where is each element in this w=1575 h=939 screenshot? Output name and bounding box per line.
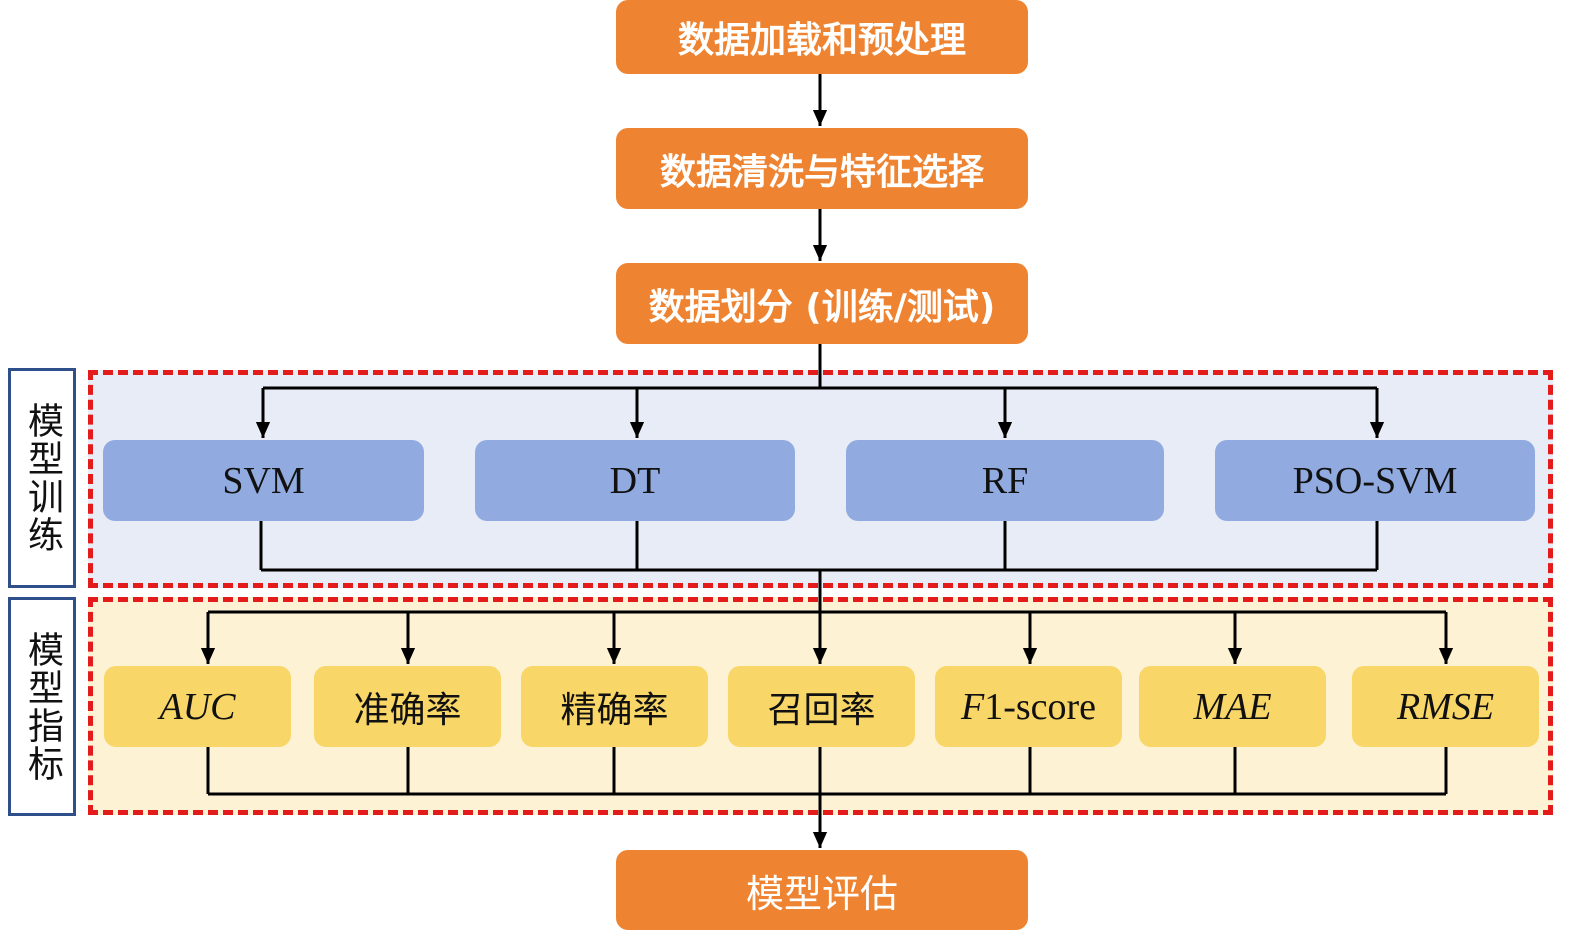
step-data-split: 数据划分 (训练/测试) [616,263,1028,344]
metric-label-precision: 精确率 [560,689,669,731]
step-data-cleaning: 数据清洗与特征选择 [616,128,1028,209]
training-side-label: 模型训练 [8,368,76,588]
metric-label-recall: 召回率 [767,689,876,731]
model-label-svm: SVM [222,459,305,502]
step-data-loading: 数据加载和预处理 [616,0,1028,74]
model-box-dt: DT [475,440,795,521]
metric-box-precision: 精确率 [521,666,708,747]
metrics-side-label-text: 模型指标 [22,630,63,783]
metric-label-rmse: RMSE [1396,685,1495,728]
metric-label-auc: AUC [159,685,236,728]
step-model-evaluation-label: 模型评估 [745,871,898,916]
metric-box-mae: MAE [1139,666,1326,747]
model-box-rf: RF [846,440,1164,521]
metric-box-recall: 召回率 [728,666,915,747]
model-label-dt: DT [609,459,661,502]
model-label-rf: RF [981,459,1029,502]
step-data-loading-label: 数据加载和预处理 [677,20,966,61]
metric-box-f1-score: F1-score [935,666,1122,747]
step-data-cleaning-label: 数据清洗与特征选择 [659,151,984,193]
metric-label-f1-score: F1-score [960,685,1097,728]
step-model-evaluation: 模型评估 [616,850,1028,930]
metric-box-rmse: RMSE [1352,666,1539,747]
metric-box-accuracy: 准确率 [314,666,501,747]
metric-label-accuracy: 准确率 [353,689,462,731]
metrics-side-label: 模型指标 [8,597,76,816]
step-data-split-label: 数据划分 (训练/测试) [648,286,996,328]
model-box-pso-svm: PSO-SVM [1215,440,1535,521]
model-box-svm: SVM [103,440,424,521]
metric-box-auc: AUC [104,666,291,747]
model-label-pso-svm: PSO-SVM [1292,459,1458,502]
training-side-label-text: 模型训练 [22,402,63,554]
metric-label-mae: MAE [1193,685,1272,728]
